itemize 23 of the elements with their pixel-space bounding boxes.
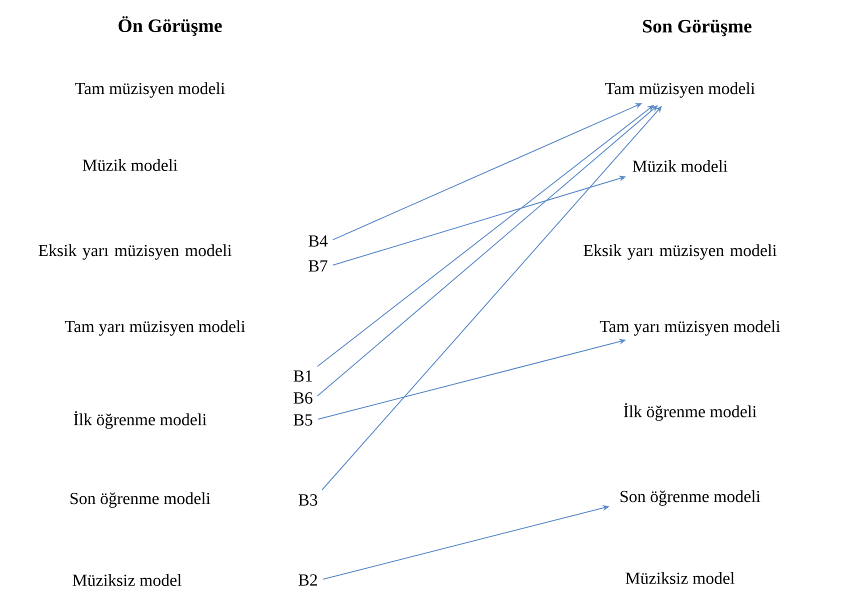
model-label: Müziksiz model xyxy=(626,572,734,584)
model-label: İlk öğrenme modeli xyxy=(74,411,206,429)
column-heading: Ön Görüşme xyxy=(118,16,222,36)
model-label: Müzik modeli xyxy=(632,160,728,172)
code-label: B6 xyxy=(294,392,312,404)
model-label: Tam yarı müzisyen modeli xyxy=(64,320,246,336)
code-label: B1 xyxy=(294,370,312,382)
model-label: Müziksiz model xyxy=(72,574,182,586)
code-label: B4 xyxy=(308,235,328,247)
model-label: Tam müzisyen modeli xyxy=(75,82,225,98)
model-label: Müzik modeli xyxy=(82,159,178,171)
code-label: B5 xyxy=(294,414,312,426)
model-label: Son öğrenme modeli xyxy=(620,490,760,506)
model-label: Tam müzisyen modeli xyxy=(605,82,755,98)
model-label: Tam yarı müzisyen modeli xyxy=(600,320,780,336)
code-label: B2 xyxy=(298,574,317,586)
model-label: Eksik yarı müzisyen modeli xyxy=(38,244,232,260)
code-label: B7 xyxy=(308,260,328,272)
model-label: Eksik yarı müzisyen modeli xyxy=(584,244,777,260)
code-label: B3 xyxy=(298,494,318,506)
column-heading: Son Görüşme xyxy=(643,20,752,36)
model-label: İlk öğrenme modeli xyxy=(624,403,756,421)
model-label: Son öğrenme modeli xyxy=(70,492,210,508)
